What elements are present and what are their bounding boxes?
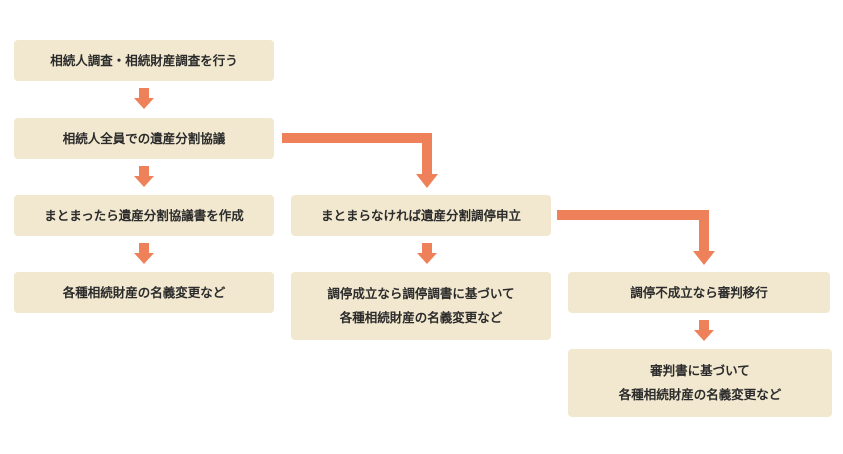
- arrow-investigation-to-discussion: [134, 88, 154, 109]
- step-investigation: 相続人調査・相続財産調査を行う: [14, 40, 274, 81]
- step-adjudication-result-line1: 審判書に基づいて: [650, 363, 750, 378]
- step-mediation-petition: まとまらなければ遺産分割調停申立: [291, 195, 551, 236]
- step-division-discussion: 相続人全員での遺産分割協議: [14, 118, 274, 159]
- step-adjudication-result: 審判書に基づいて 各種相続財産の名義変更など: [568, 349, 832, 417]
- step-division-discussion-label: 相続人全員での遺産分割協議: [62, 130, 226, 146]
- step-transfer-after-agreement: 各種相続財産の名義変更など: [14, 272, 274, 313]
- arrow-mediation-to-success: [417, 243, 437, 264]
- arrow-discussion-to-agreement: [134, 166, 154, 187]
- step-adjudication-result-line2: 各種相続財産の名義変更など: [618, 387, 782, 402]
- step-adjudication: 調停不成立なら審判移行: [568, 272, 830, 313]
- arrow-mediation-to-adjudication: [557, 210, 715, 265]
- step-transfer-after-agreement-label: 各種相続財産の名義変更など: [62, 284, 226, 300]
- arrow-adjudication-to-result: [694, 320, 714, 341]
- step-adjudication-label: 調停不成立なら審判移行: [630, 284, 768, 300]
- step-mediation-success: 調停成立なら調停調書に基づいて 各種相続財産の名義変更など: [291, 272, 551, 340]
- step-mediation-success-line1: 調停成立なら調停調書に基づいて: [327, 286, 515, 301]
- arrow-discussion-to-mediation: [282, 133, 438, 188]
- step-mediation-petition-label: まとまらなければ遺産分割調停申立: [320, 207, 521, 223]
- step-agreement-created-label: まとまったら遺産分割協議書を作成: [44, 207, 244, 223]
- step-investigation-label: 相続人調査・相続財産調査を行う: [50, 52, 238, 68]
- step-mediation-success-line2: 各種相続財産の名義変更など: [339, 310, 503, 325]
- step-agreement-created: まとまったら遺産分割協議書を作成: [14, 195, 274, 236]
- arrow-agreement-to-transfer: [134, 243, 154, 264]
